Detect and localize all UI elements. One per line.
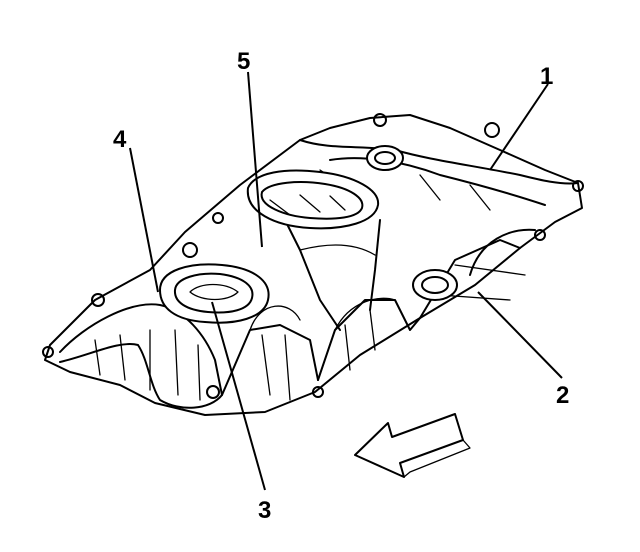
front-direction-arrow xyxy=(354,413,471,478)
rear-opening-gasket xyxy=(246,169,380,230)
port-openings xyxy=(366,145,458,301)
leader-2 xyxy=(477,291,563,379)
leader-4 xyxy=(129,147,159,293)
callout-5: 5 xyxy=(237,48,250,75)
leader-3 xyxy=(211,301,266,491)
manifold-body xyxy=(42,113,584,416)
leader-1 xyxy=(489,83,549,171)
leader-5 xyxy=(247,71,263,248)
callout-4: 4 xyxy=(113,126,127,153)
callout-3: 3 xyxy=(258,497,271,524)
callout-2: 2 xyxy=(556,382,569,409)
callout-1: 1 xyxy=(540,63,553,90)
front-gasket-ring xyxy=(159,263,270,324)
